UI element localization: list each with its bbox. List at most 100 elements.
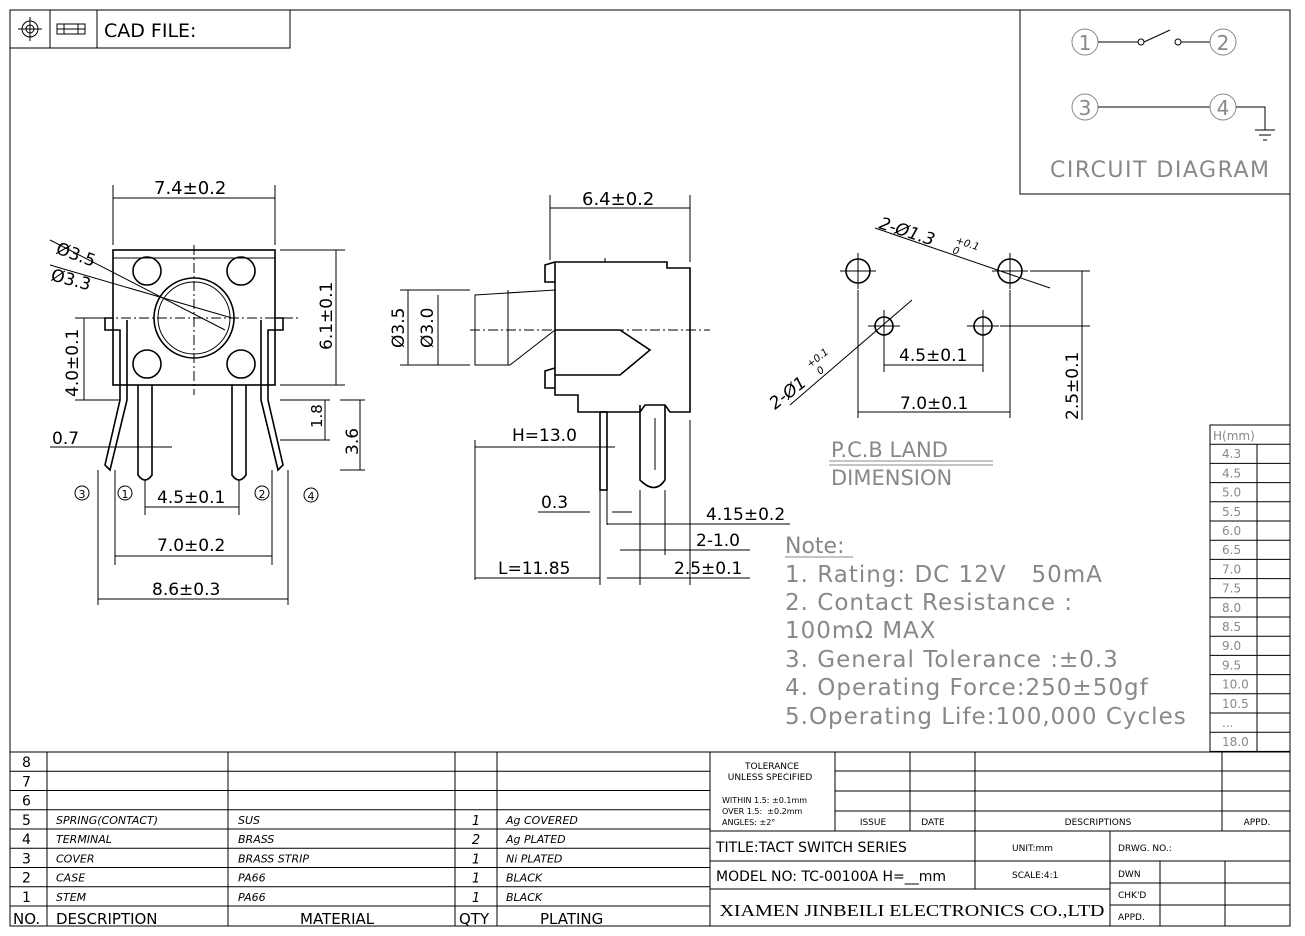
bom-row-plating: BLACK — [506, 872, 543, 885]
bom-row-plating: BLACK — [506, 891, 543, 904]
bom-row-desc: COVER — [56, 852, 94, 865]
tol-label-1: TOLERANCE — [744, 762, 799, 772]
note-line-4: 3. General Tolerance :±0.3 — [785, 647, 1119, 673]
bom-row-desc: STEM — [56, 891, 87, 904]
dim-l: L=11.85 — [498, 559, 570, 579]
bom-row-no: 8 — [22, 755, 31, 771]
h-table-value: 5.5 — [1222, 505, 1241, 519]
bom-header-plating: PLATING — [540, 910, 603, 928]
front-view: 7.4±0.2 Ø3.5 Ø3.3 6.1±0.1 4.0±0.1 0.7 1.… — [49, 178, 365, 605]
chkd-label: CHK'D — [1118, 891, 1146, 901]
tol-within: WITHIN 1.5: ±0.1mm — [722, 796, 807, 805]
h-table-value: ... — [1222, 716, 1233, 730]
pcb-vertical: 2.5±0.1 — [1063, 352, 1083, 420]
h-table-value: 10.5 — [1222, 697, 1249, 711]
note-line-1: 1. Rating: DC 12V 50mA — [785, 562, 1103, 588]
h-table-value: 10.0 — [1222, 678, 1249, 692]
bom-row-material: PA66 — [238, 891, 266, 904]
dim-dia-b: Ø3.0 — [418, 308, 438, 348]
h-table: H(mm)4.34.55.05.56.06.57.07.58.08.59.09.… — [1209, 424, 1291, 752]
bom-row-no: 5 — [22, 813, 31, 829]
pin-label-3: 3 — [79, 488, 86, 501]
side-view: 6.4±0.2 Ø3.5 Ø3.0 H=13.0 0.3 4.15±0.2 2-… — [389, 189, 790, 585]
scale-text: SCALE:4:1 — [1012, 871, 1058, 881]
pcb-hole-small: 2-Ø1 — [766, 373, 811, 414]
issue-header: ISSUE — [860, 818, 887, 828]
dim-d3: 2.5±0.1 — [674, 559, 742, 579]
dim-pin-h2: 3.6 — [343, 428, 363, 455]
h-table-value: 9.5 — [1222, 658, 1241, 672]
unit-text: UNIT:mm — [1012, 844, 1053, 854]
dim-width: 7.4±0.2 — [154, 178, 226, 199]
title-block: TOLERANCE UNLESS SPECIFIED WITHIN 1.5: ±… — [709, 751, 1290, 926]
bom-header-qty: QTY — [459, 910, 490, 928]
dim-thickness: 0.3 — [541, 493, 568, 513]
pin-label-1: 1 — [122, 488, 129, 501]
dim-pin-h1: 1.8 — [308, 404, 326, 428]
circuit-pin-1: 1 — [1079, 31, 1092, 55]
bom-row-plating: Ag COVERED — [505, 814, 578, 827]
bom-row-qty: 1 — [472, 872, 480, 887]
bom-header-material: MATERIAL — [300, 910, 375, 928]
dim-h: H=13.0 — [512, 426, 577, 446]
pcb-land: 2-Ø1.3 +0.1 0 2-Ø1 +0.1 0 4.5±0.1 7.0±0.… — [766, 214, 1090, 490]
bom-row-no: 4 — [22, 832, 31, 848]
bom-row-plating: Ni PLATED — [506, 852, 562, 865]
pcb-hole-small-tol2: 0 — [815, 365, 827, 378]
pin-label-4: 4 — [308, 490, 315, 503]
sheet-border — [9, 9, 1291, 927]
bom-header-description: DESCRIPTION — [56, 910, 158, 928]
tol-angles: ANGLES: ±2° — [722, 818, 775, 827]
note-line-3: 100mΩ MAX — [785, 618, 937, 644]
dim-dia-inner: Ø3.3 — [49, 266, 93, 296]
notes-heading: Note: — [785, 534, 845, 559]
h-table-value: 7.0 — [1222, 562, 1241, 576]
h-table-value: 18.0 — [1222, 735, 1249, 749]
circuit-diagram: 1 2 3 4 CIRCUIT DIAGRAM — [1019, 9, 1291, 195]
h-table-header: H(mm) — [1213, 429, 1255, 443]
descriptions-header: DESCRIPTIONS — [1065, 818, 1132, 828]
appd-label: APPD. — [1118, 913, 1145, 923]
circuit-pin-2: 2 — [1217, 31, 1230, 55]
bom-row-plating: Ag PLATED — [505, 833, 566, 846]
model-text: MODEL NO: TC-00100A H=__mm — [716, 869, 946, 885]
pin-label-2: 2 — [259, 488, 266, 501]
notes: Note: 1. Rating: DC 12V 50mA 2. Contact … — [785, 534, 1186, 730]
dim-offset: 0.7 — [52, 429, 79, 449]
dim-dia-a: Ø3.5 — [389, 308, 409, 348]
ground-icon — [1236, 106, 1275, 141]
bom-row-material: BRASS — [238, 833, 274, 846]
bom-row-no: 1 — [22, 890, 31, 906]
circuit-title: CIRCUIT DIAGRAM — [1050, 158, 1271, 183]
pcb-hole-large: 2-Ø1.3 — [876, 214, 937, 251]
bom-header-no: NO. — [13, 910, 40, 928]
bom-row-desc: TERMINAL — [56, 833, 112, 846]
bom-row-qty: 1 — [472, 891, 480, 906]
appd-header: APPD. — [1244, 818, 1271, 828]
dim-height: 6.1±0.1 — [317, 282, 337, 350]
note-line-2: 2. Contact Resistance : — [785, 590, 1073, 616]
bom-row-no: 2 — [22, 871, 31, 887]
dim-pin-span: 7.0±0.2 — [157, 536, 225, 556]
pcb-title-1: P.C.B LAND — [831, 438, 948, 462]
dim-stem-height: 4.0±0.1 — [63, 329, 83, 397]
dim-depth: 6.4±0.2 — [582, 189, 654, 210]
h-table-value: 6.0 — [1222, 524, 1241, 538]
pcb-spacing-large: 7.0±0.1 — [900, 394, 968, 414]
pcb-spacing-small: 4.5±0.1 — [899, 346, 967, 366]
h-table-value: 4.3 — [1222, 447, 1241, 461]
note-line-5: 4. Operating Force:250±50gf — [785, 675, 1149, 701]
pcb-title-2: DIMENSION — [831, 466, 952, 490]
title-text: TITLE:TACT SWITCH SERIES — [715, 840, 907, 856]
bom-row-no: 3 — [22, 851, 31, 867]
dim-d1: 4.15±0.2 — [706, 505, 785, 525]
bom-row-qty: 1 — [472, 852, 480, 867]
h-table-value: 4.5 — [1222, 466, 1241, 480]
dim-d2: 2-1.0 — [696, 531, 740, 551]
cad-header: CAD FILE: — [9, 9, 291, 49]
h-table-value: 6.5 — [1222, 543, 1241, 557]
tol-label-2: UNLESS SPECIFIED — [728, 773, 813, 783]
drwg-no-label: DRWG. NO.: — [1118, 844, 1172, 854]
